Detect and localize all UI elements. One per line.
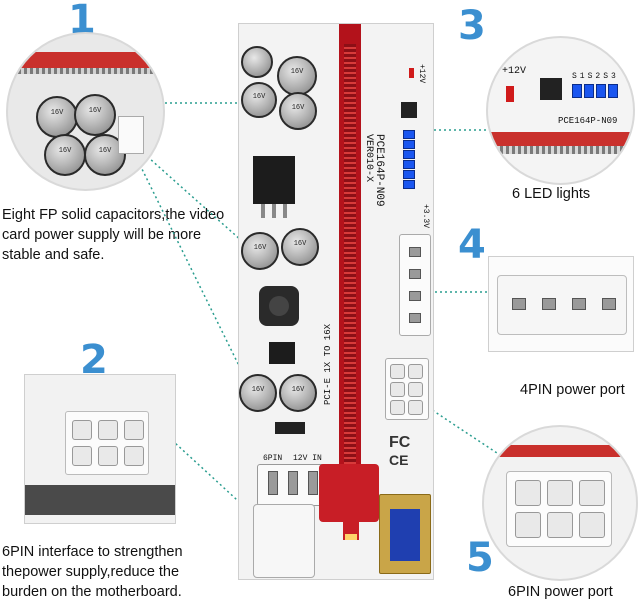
capacitor: 16V <box>239 374 277 412</box>
zoom-cap-label: 16V <box>88 106 102 115</box>
board-model: PCE164P-N09 <box>373 134 385 207</box>
cap-label: 16V <box>291 385 305 394</box>
molex-4pin-connector <box>399 234 431 336</box>
cap-label: 16V <box>252 92 266 101</box>
cap-label: 16V <box>293 239 307 248</box>
board-led <box>403 140 415 149</box>
cap-label: 16V <box>253 243 267 252</box>
board-label-3v3: +3.3V <box>421 204 430 229</box>
board-led <box>403 170 415 179</box>
capacitor: 16V <box>279 92 317 130</box>
cap-label: 16V <box>291 103 305 112</box>
callout-number-4: 4 <box>458 222 486 268</box>
board-led <box>403 160 415 169</box>
capacitor: 16V <box>241 232 279 270</box>
callout-number-2: 2 <box>80 337 108 383</box>
caption-capacitors: Eight FP solid capacitors,the video card… <box>2 207 225 263</box>
zoom-4pin-port <box>488 256 634 352</box>
zoom3-label-12v: +12V <box>502 66 527 77</box>
zoom-cap-label: 16V <box>50 108 64 117</box>
board-led <box>403 130 415 139</box>
zoom-led <box>584 84 594 98</box>
capacitor: 16V <box>279 374 317 412</box>
label-6pin: 6PIN <box>263 454 283 463</box>
zoom-capacitors: 16V 16V 16V 16V <box>6 32 165 191</box>
capacitor: 16V <box>241 82 277 118</box>
caption-6pin-interface: 6PIN interface to strengthen thepower su… <box>2 544 183 600</box>
cap-label: 16V <box>251 385 265 394</box>
zoom3-led-label: S3 <box>603 72 619 81</box>
cap-label: 16V <box>290 68 304 77</box>
capacitor: 16V <box>277 56 317 96</box>
zoom-cap-label: 16V <box>98 146 112 155</box>
board-version: VER010-X <box>363 134 374 183</box>
zoom-led <box>608 84 618 98</box>
zoom3-led-label: S1 <box>572 72 588 81</box>
zoom3-chip-model: PCE164P-N09 <box>558 116 618 126</box>
label-12vin: 12V IN <box>293 454 322 463</box>
caption-led-lights: 6 LED lights <box>512 186 591 202</box>
bottom-6pin-header <box>257 464 329 506</box>
capacitor: 16V <box>281 228 319 266</box>
callout-number-5: 5 <box>466 535 494 581</box>
callout-number-3: 3 <box>458 3 486 49</box>
board-led <box>403 150 415 159</box>
zoom3-led-label: S2 <box>587 72 604 81</box>
zoom-6pin-interface <box>24 374 176 524</box>
caption-6pin-port: 6PIN power port <box>508 584 613 600</box>
capacitor <box>241 46 273 78</box>
slot-text: PCI-E 1X TO 16X <box>323 324 333 406</box>
zoom-led-lights: +12V S1S2S3 PCE164P-N09 <box>486 36 635 185</box>
pcie-x1-plug <box>319 464 379 522</box>
usb-port <box>379 494 431 574</box>
zoom-cap-label: 16V <box>58 146 72 155</box>
board-6pin-connector <box>385 358 429 420</box>
zoom-led <box>596 84 606 98</box>
riser-board: PCI-E 1X TO 16X PCE164P-N09 VER010-X +12… <box>238 23 434 580</box>
board-label-12v: +12V <box>417 64 426 84</box>
caption-4pin-port: 4PIN power port <box>520 382 625 398</box>
zoom-6pin-port <box>482 425 638 581</box>
zoom-led <box>572 84 582 98</box>
leader-line-1c <box>139 164 251 389</box>
board-led <box>403 180 415 189</box>
